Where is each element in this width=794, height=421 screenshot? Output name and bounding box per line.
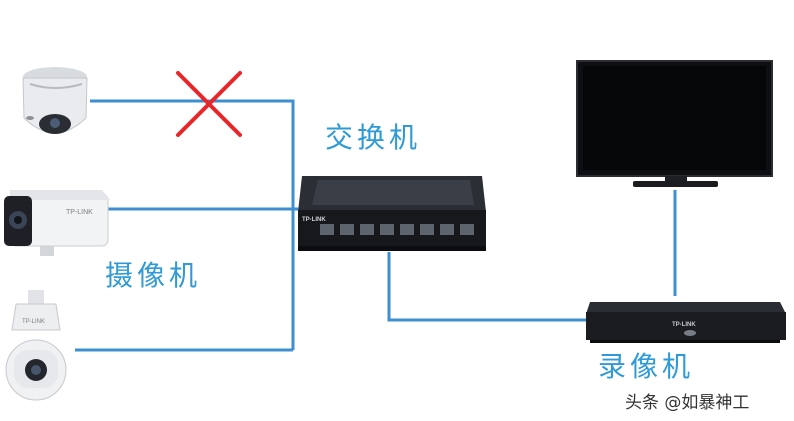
switch-brand-label: TP-LINK [302, 217, 326, 223]
switch-ports [320, 224, 474, 235]
wire-switch-to-recorder [387, 252, 590, 322]
camera-label: 摄像机 [105, 259, 202, 292]
recorder-icon: TP-LINK [586, 302, 786, 343]
tv-monitor-icon [576, 60, 773, 187]
recorder-brand-label: TP-LINK [672, 322, 696, 328]
bullet-brand-label: TP-LINK [66, 209, 93, 216]
ptz-brand-label: TP-LINK [22, 319, 45, 325]
ptz-camera-icon: TP-LINK [5, 290, 67, 401]
wires [75, 99, 677, 352]
switch-label: 交换机 [325, 121, 422, 154]
recorder-label: 录像机 [598, 350, 695, 383]
network-switch-icon: TP-LINK [298, 176, 486, 251]
watermark: 头条 @如暴神工 [625, 393, 750, 413]
dome-camera-icon [22, 67, 88, 134]
disconnected-cross-icon [176, 71, 242, 137]
wire-dome-to-switch [90, 99, 295, 350]
bullet-camera-icon: TP-LINK [4, 190, 110, 256]
